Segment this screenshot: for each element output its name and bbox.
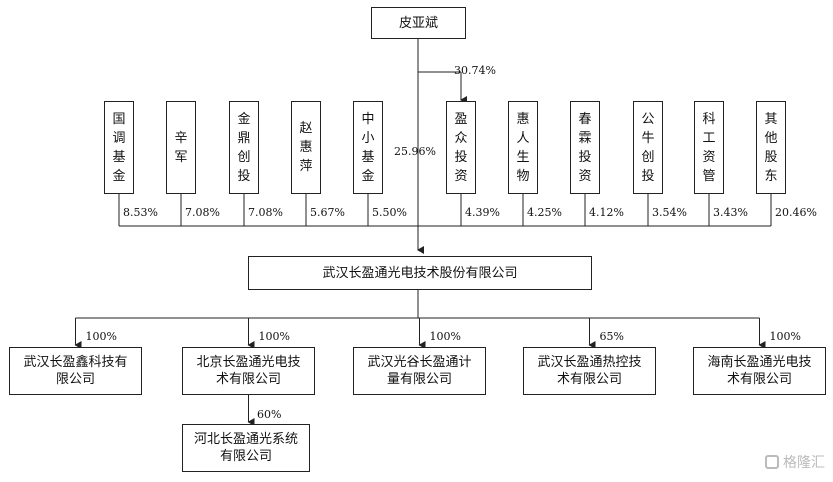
grand-subsidiary-line1: 河北长盈通光系统	[193, 432, 298, 447]
subsidiary-line1: 北京长盈通光电技	[196, 355, 301, 370]
subsidiary-line1: 武汉长盈通热控技	[537, 355, 642, 370]
subsidiary-box: 武汉光谷长盈通计量有限公司	[353, 347, 486, 395]
shareholder-box: 中小基金	[353, 101, 383, 194]
shareholder-name: 盈众投资	[454, 111, 468, 184]
shareholder-box: 赵惠萍	[291, 101, 321, 194]
top-to-company-pct: 25.96%	[394, 145, 436, 158]
subsidiary-line1: 武汉长盈鑫科技有	[23, 355, 128, 370]
shareholder-box: 国调基金	[104, 101, 134, 194]
shareholder-box: 其他股东	[756, 101, 786, 194]
shareholder-name: 辛军	[174, 130, 188, 165]
subsidiary-pct: 100%	[258, 330, 290, 343]
shareholder-box: 公牛创投	[633, 101, 663, 194]
shareholder-pct: 4.39%	[465, 206, 500, 219]
shareholder-pct: 5.50%	[372, 206, 407, 219]
top-shareholder-name: 皮亚斌	[398, 15, 438, 31]
grand-subsidiary-line2: 有限公司	[219, 449, 272, 464]
subsidiary-line2: 术有限公司	[556, 372, 622, 387]
company-name: 武汉长盈通光电技术股份有限公司	[322, 265, 518, 281]
shareholder-pct: 4.25%	[527, 206, 562, 219]
shareholder-pct: 8.53%	[123, 206, 158, 219]
subsidiary-pct: 100%	[429, 330, 461, 343]
shareholder-name: 惠人生物	[516, 111, 530, 184]
shareholder-pct: 7.08%	[248, 206, 283, 219]
shareholder-pct: 20.46%	[775, 206, 817, 219]
subsidiary-box: 武汉长盈鑫科技有限公司	[9, 347, 142, 395]
shareholder-name: 国调基金	[112, 111, 126, 184]
shareholder-pct: 5.67%	[310, 206, 345, 219]
shareholder-pct: 3.54%	[652, 206, 687, 219]
shareholder-name: 中小基金	[361, 111, 375, 184]
shareholder-name: 金鼎创投	[237, 111, 251, 184]
watermark: 格隆汇	[765, 452, 825, 472]
subsidiary-box: 北京长盈通光电技术有限公司	[182, 347, 315, 395]
shareholder-pct: 4.12%	[589, 206, 624, 219]
shareholder-box: 科工资管	[694, 101, 724, 194]
shareholder-box: 惠人生物	[508, 101, 538, 194]
watermark-logo-icon	[765, 455, 779, 469]
subsidiary-pct: 100%	[769, 330, 801, 343]
subsidiary-box: 海南长盈通光电技术有限公司	[693, 347, 826, 395]
shareholder-box: 盈众投资	[446, 101, 476, 194]
grand-subsidiary-pct: 60%	[257, 408, 282, 421]
subsidiary-box: 武汉长盈通热控技术有限公司	[523, 347, 656, 395]
shareholder-box: 辛军	[166, 101, 196, 194]
shareholder-pct: 3.43%	[713, 206, 748, 219]
watermark-text: 格隆汇	[783, 455, 825, 471]
grand-subsidiary-box: 河北长盈通光系统 有限公司	[182, 424, 310, 472]
subsidiary-line1: 武汉光谷长盈通计	[367, 355, 472, 370]
subsidiary-line2: 限公司	[55, 372, 95, 387]
subsidiary-pct: 65%	[599, 330, 624, 343]
subsidiary-line2: 术有限公司	[726, 372, 792, 387]
company-box: 武汉长盈通光电技术股份有限公司	[248, 256, 592, 290]
top-to-yingzhong-pct: 30.74%	[454, 64, 496, 77]
subsidiary-line2: 量有限公司	[386, 372, 452, 387]
shareholder-name: 公牛创投	[641, 111, 655, 184]
shareholder-box: 金鼎创投	[229, 101, 259, 194]
shareholder-name: 其他股东	[764, 111, 778, 184]
shareholder-name: 科工资管	[702, 111, 716, 184]
shareholder-name: 赵惠萍	[299, 121, 313, 174]
shareholder-box: 春霖投资	[570, 101, 600, 194]
shareholder-name: 春霖投资	[578, 111, 592, 184]
top-shareholder-box: 皮亚斌	[371, 7, 466, 39]
subsidiary-line2: 术有限公司	[215, 372, 281, 387]
subsidiary-pct: 100%	[85, 330, 117, 343]
shareholder-pct: 7.08%	[185, 206, 220, 219]
subsidiary-line1: 海南长盈通光电技	[707, 355, 812, 370]
